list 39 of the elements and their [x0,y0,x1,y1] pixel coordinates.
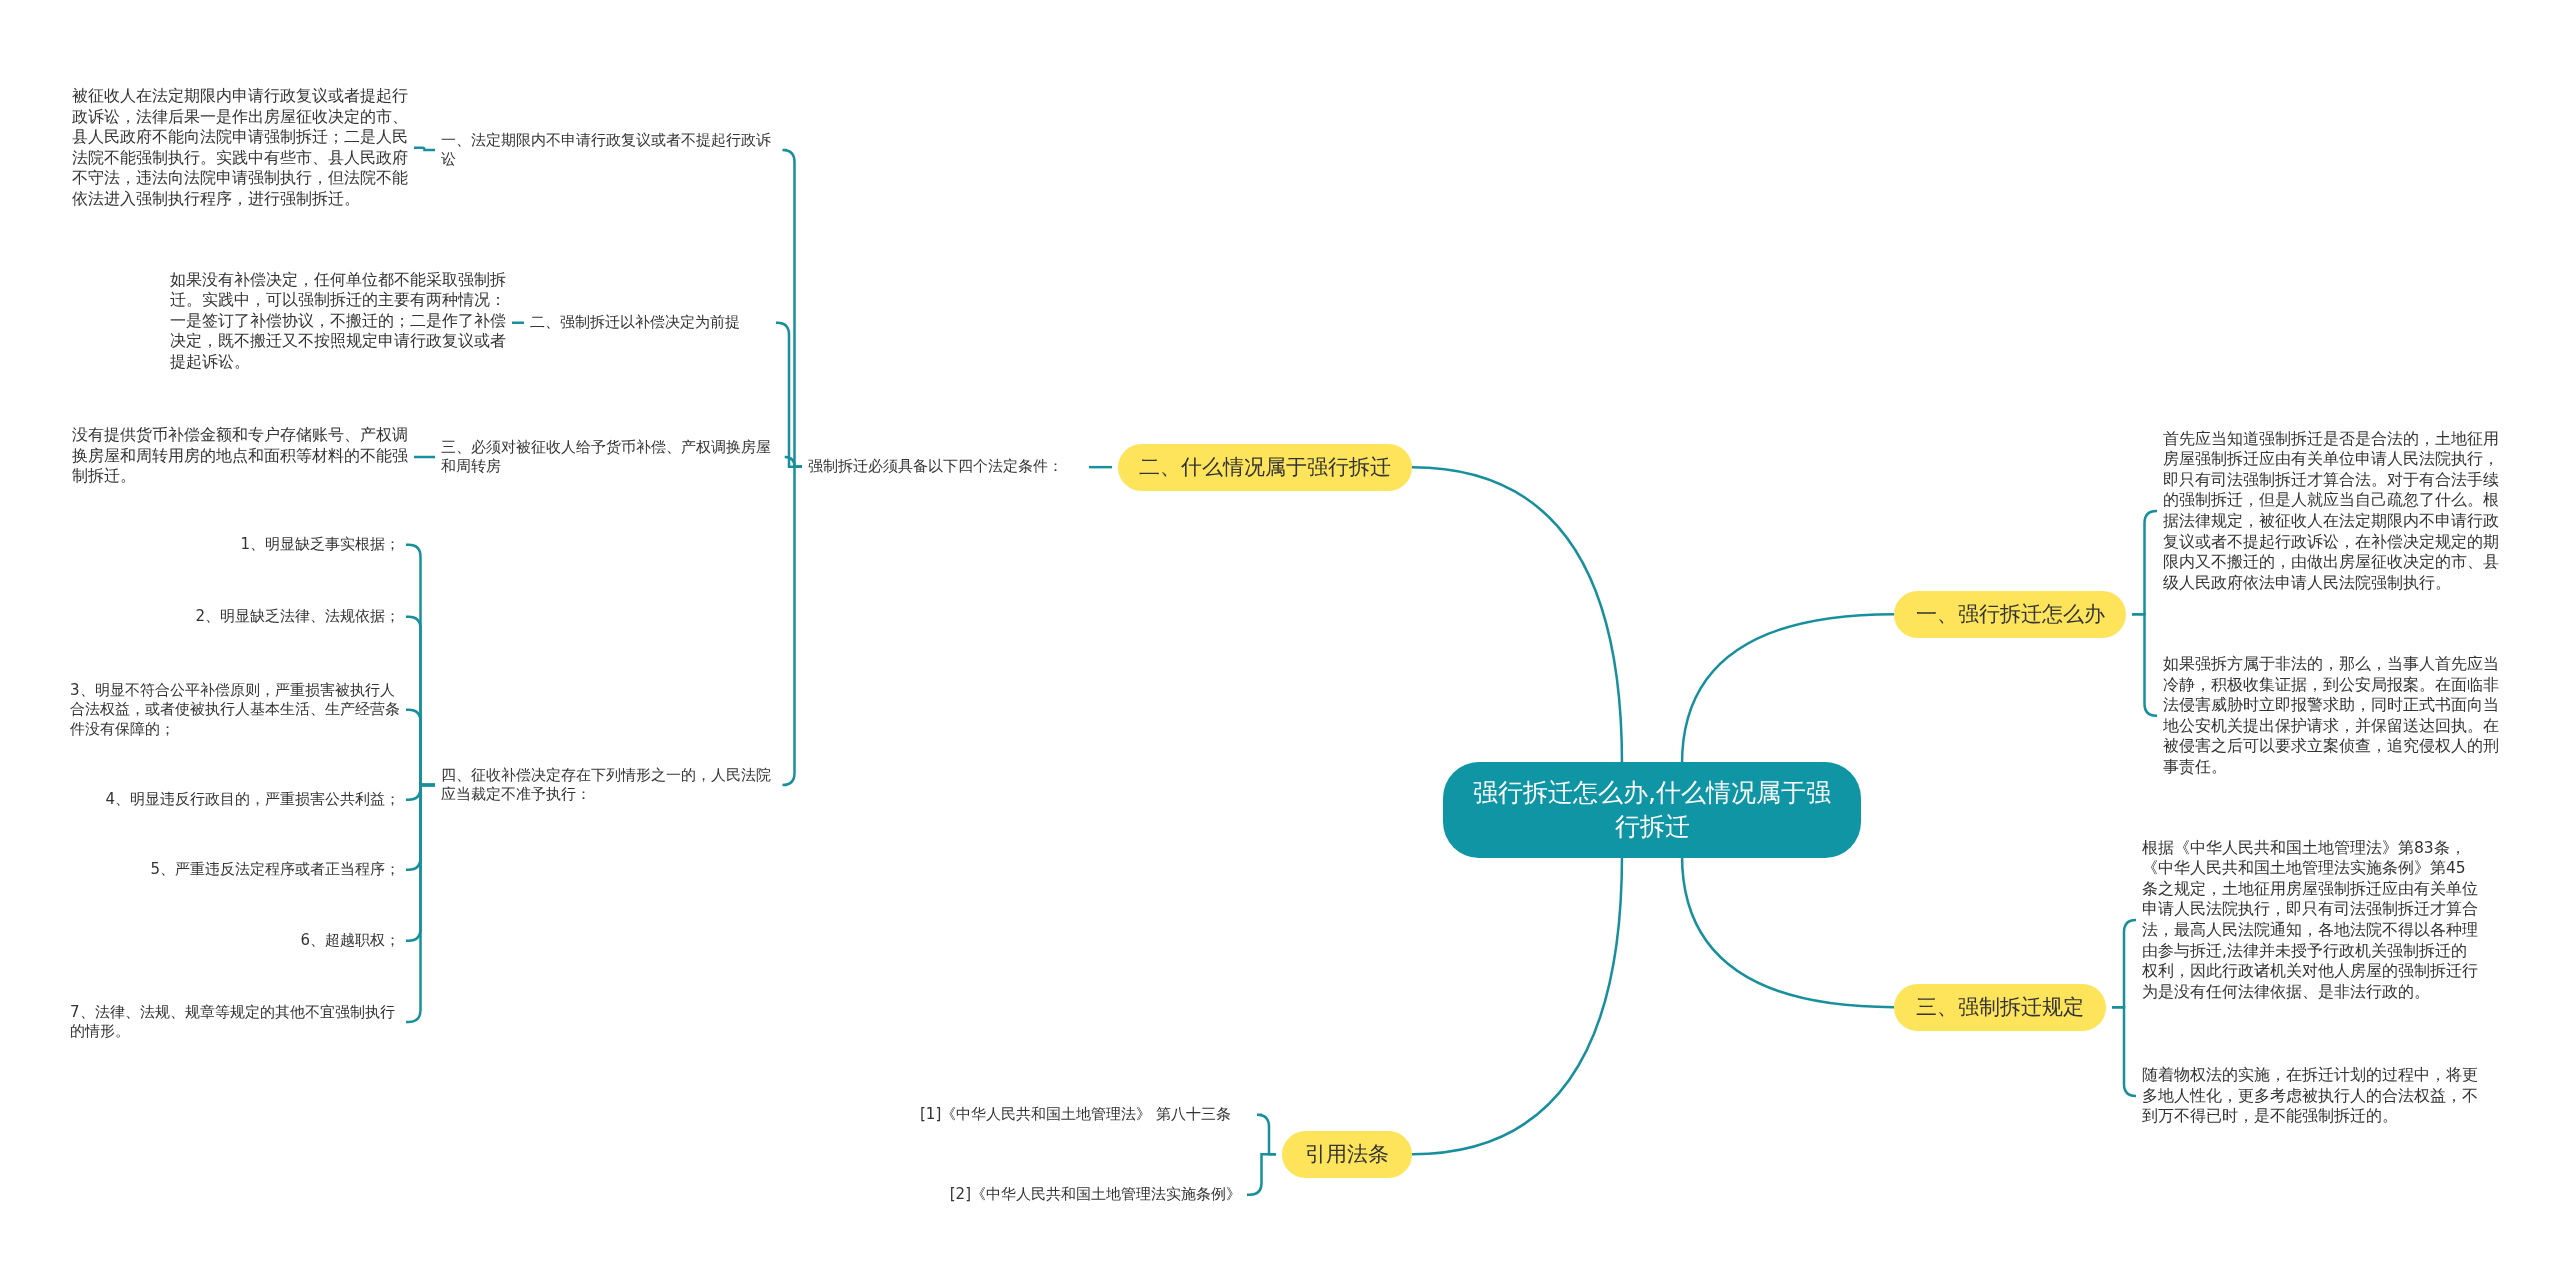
subtopic-text: [2]《中华人民共和国土地管理法实施条例》 [905,1185,1241,1205]
subtopic-text: 1、明显缺乏事实根据； [60,535,400,555]
subtopic-text: 一、法定期限内不申请行政复议或者不提起行政诉讼 [441,130,781,170]
connector-line [406,783,435,1024]
branch-topic: 引用法条 [1282,1130,1412,1178]
subtopic-text: 4、明显违反行政目的，严重损害公共利益； [60,790,400,810]
note-text: 如果没有补偿决定，任何单位都不能采取强制拆迁。实践中，可以强制拆迁的主要有两种情况：一是签订了补偿协议，不搬迁的；二是作了补偿决定，既不搬迁又不按照规定申请行政复议或者提起诉讼。 [170,269,506,373]
subtopic-text: 7、法律、法规、规章等规定的其他不宜强制执行的情形。 [70,1002,400,1042]
connector-line [414,455,435,459]
subtopic-text: 3、明显不符合公平补偿原则，严重损害被执行人合法权益，或者使被执行人基本生活、生产经营条件没有保障的； [70,680,400,739]
branch-topic: 二、什么情况属于强行拆迁 [1118,443,1412,491]
subtopic-text: 2、明显缺乏法律、法规依据； [60,607,400,627]
connector-line [512,321,524,324]
connector-line [1089,465,1112,469]
subtopic-text: 6、超越职权； [60,931,400,951]
branch-topic: 三、强制拆迁规定 [1894,983,2106,1031]
subtopic-text: 5、严重违反法定程序或者正当程序； [60,860,400,880]
connector-line [1680,612,1895,765]
connector-line [781,465,802,787]
branch-topic: 一、强行拆迁怎么办 [1894,590,2126,638]
subtopic-text: 二、强制拆迁以补偿决定为前提 [530,313,770,333]
connector-line [2132,612,2158,718]
note-text: 没有提供货币补偿金额和专户存储账号、产权调换房屋和周转用房的地点和面积等材料的不能强制拆迁。 [72,425,408,487]
connector-line [1680,855,1895,1009]
connector-line [1411,855,1624,1156]
subtopic-text: [1]《中华人民共和国土地管理法》 第八十三条 [920,1105,1256,1125]
central-topic: 强行拆迁怎么办,什么情况属于强行拆迁 [1443,762,1861,858]
connector-line [1247,1152,1276,1196]
connector-line [414,146,435,152]
note-text: 随着物权法的实施，在拆迁计划的过程中，将更多地人性化，更多考虑被执行人的合法权益，不到万不得已时，是不能强制拆迁的。 [2142,1065,2478,1127]
subtopic-text: 三、必须对被征收人给予货币补偿、产权调换房屋和周转房 [441,437,781,477]
subtopic-text: 强制拆迁必须具备以下四个法定条件： [808,457,1083,477]
note-text: 被征收人在法定期限内申请行政复议或者提起行政诉讼，法律后果一是作出房屋征收决定的市、县人民政府不能向法院申请强制拆迁；二是人民法院不能强制执行。实践中有些市、县人民政府不守法，违法向法院申请强制执行，但法院不能依法进入强制执行程序，进行强制拆迁。 [72,86,408,210]
note-text: 根据《中华人民共和国土地管理法》第83条，《中华人民共和国土地管理法实施条例》第45 条之规定，土地征用房屋强制拆迁应由有关单位申请人民法院执行，即只有司法强制拆迁才算合法，最高人民法院通知，各地法院不得以各种理由参与拆迁,法律并未授予行政机关强制拆迁的权利，因此行政诸机关对他人房屋的强制拆迁行为是没有任何法律依据、是非法行政的。 [2142,837,2478,1003]
note-text: 如果强拆方属于非法的，那么，当事人首先应当冷静，积极收集证据，到公安局报案。在面临非法侵害威胁时立即报警求助，同时正式书面向当地公安机关提出保护请求，并保留送达回执。在被侵害之后可以要求立案侦查，追究侵权人的刑事责任。 [2163,654,2499,778]
connector-line [2112,1005,2138,1098]
note-text: 首先应当知道强制拆迁是否是合法的，土地征用房屋强制拆迁应由有关单位申请人民法院执行，即只有司法强制拆迁才算合法。对于有合法手续的强制拆迁，但是人就应当自己疏忽了什么。根据法律规定，被征收人在法定期限内不申请行政复议或者不提起行政诉讼，在补偿决定规定的期限内又不搬迁的，由做出房屋征收决定的市、县级人民政府依法申请人民法院强制执行。 [2163,428,2499,594]
connector-line [1411,465,1624,765]
subtopic-text: 四、征收补偿决定存在下列情形之一的，人民法院应当裁定不准予执行： [441,765,781,805]
